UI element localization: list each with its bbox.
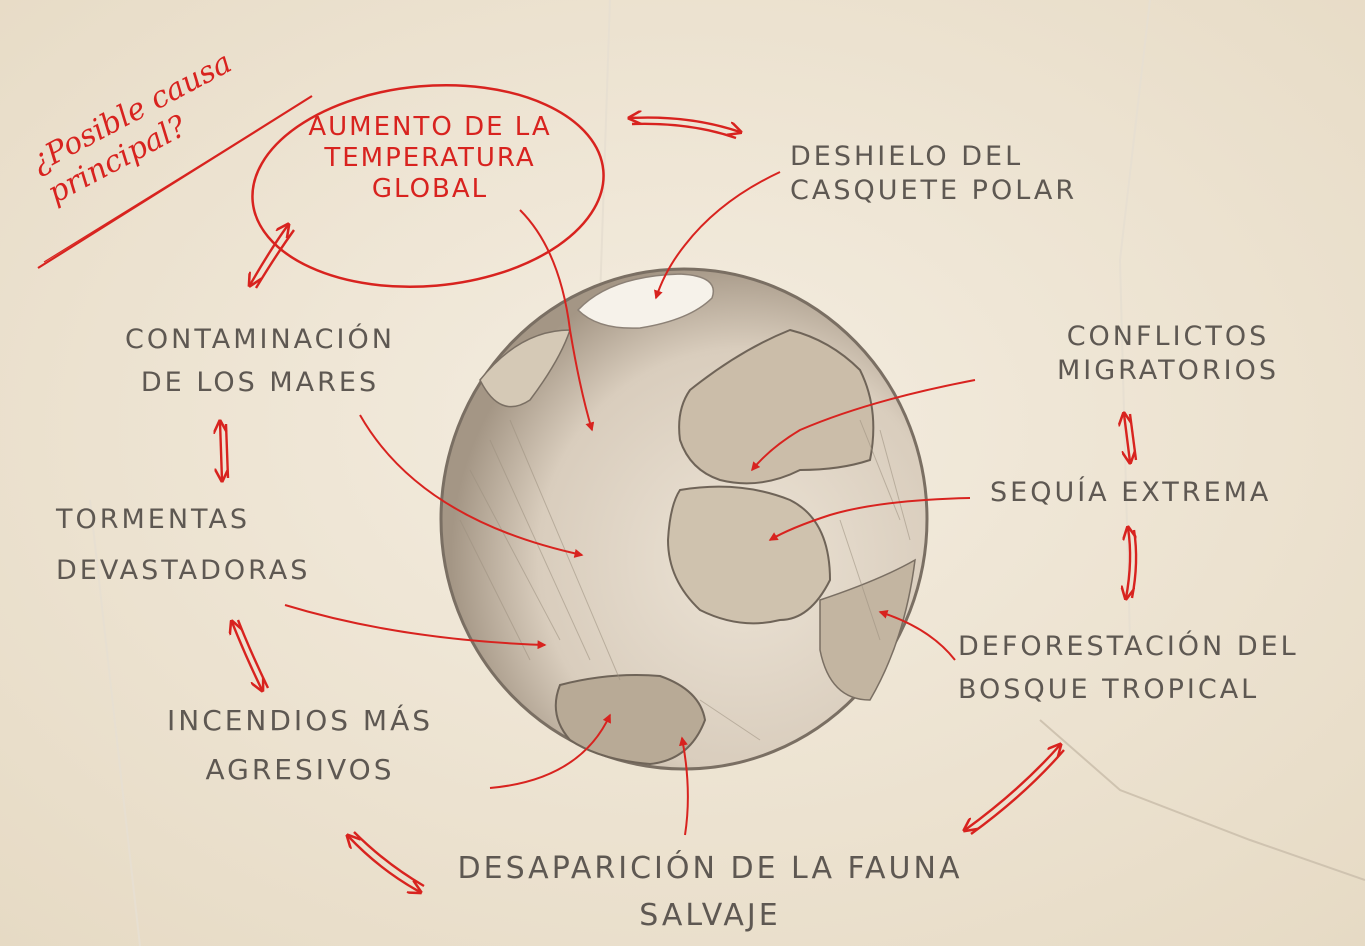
central-cause-label: AUMENTO DE LA TEMPERATURA GLOBAL: [308, 112, 552, 205]
effect-ocean-pollution: CONTAMINACIÓN DE LOS MARES: [125, 324, 395, 399]
dbl-arrow-cause-sea: [250, 225, 288, 285]
cause-ellipse: [251, 83, 605, 289]
effect-deforestation: DEFORESTACIÓN DEL BOSQUE TROPICAL: [958, 631, 1299, 706]
dbl-arrow-fauna-forest: [965, 745, 1060, 830]
dbl-arrow-migration-drought: [1124, 414, 1130, 462]
arrow-drought-to-globe: [768, 497, 971, 541]
globe-icon: [439, 267, 929, 771]
arrow-migration-to-globe: [751, 379, 976, 472]
effect-wildlife: DESAPARICIÓN DE LA FAUNA SALVAJE: [457, 851, 963, 933]
effect-fires: INCENDIOS MÁS AGRESIVOS: [166, 704, 433, 786]
arrow-forest-to-globe: [878, 610, 956, 661]
effect-storms: TORMENTAS DEVASTADORAS: [56, 504, 311, 587]
dbl-arrow-storms-fires: [232, 622, 262, 690]
dbl-arrow-sea-storms: [220, 422, 222, 480]
arrow-sea-to-globe: [359, 414, 584, 558]
arrow-cause-to-globe: [519, 209, 595, 432]
dbl-arrow-fires-fauna: [348, 836, 420, 892]
arrow-fauna-to-globe: [678, 736, 689, 836]
arrow-ice-to-globe: [654, 171, 781, 300]
arrow-fires-to-globe: [489, 713, 611, 789]
dbl-arrow-drought-forest: [1126, 528, 1130, 598]
effect-drought: SEQUÍA EXTREMA: [990, 477, 1272, 508]
dbl-arrow-cause-ice: [630, 118, 740, 132]
effect-migration: CONFLICTOS MIGRATORIOS: [1056, 321, 1280, 386]
effect-polar-ice: DESHIELO DEL CASQUETE POLAR: [790, 141, 1078, 206]
arrow-storms-to-globe: [284, 604, 547, 650]
